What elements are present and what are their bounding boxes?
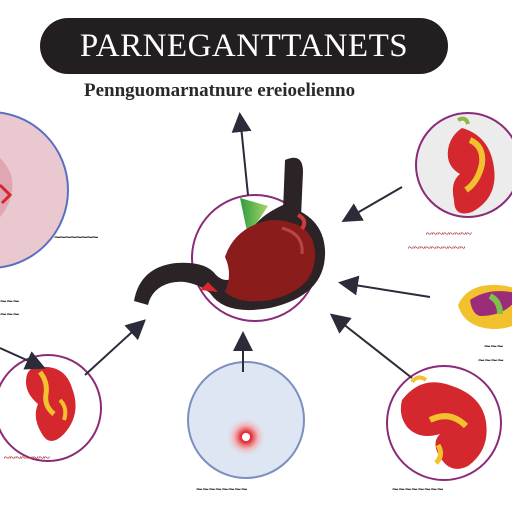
arrow-icon — [329, 313, 413, 379]
label-bottom-right: ~~~~~~~~ — [392, 484, 444, 496]
label-left-upper: ~~~~~~~~ — [54, 232, 98, 244]
bottom-left-organ-icon — [26, 366, 76, 441]
arrow-icon — [338, 275, 431, 298]
label-right-middle-1: ~~~ — [484, 341, 504, 353]
stomach-icon — [134, 157, 326, 311]
bottom-center-circle — [187, 361, 305, 479]
arrow-icon — [341, 186, 403, 223]
arrow-icon — [231, 112, 252, 196]
label-bottom-left: ~~~~~~~~ — [4, 452, 50, 464]
arrow-icon — [0, 347, 46, 370]
seed-icon — [458, 284, 512, 330]
label-right-middle-2: ~~~~ — [478, 355, 504, 367]
label-left-lower-2: ~~~ — [0, 309, 20, 321]
arrows — [0, 112, 431, 379]
label-right-upper-2: ~~~~~~~~~~ — [408, 242, 466, 254]
title-text: PARNEGANTTANETS — [79, 27, 409, 64]
subtitle: Pennguomarnatnure ereioelienno — [84, 80, 356, 101]
top-right-organ-icon — [447, 116, 495, 214]
arrow-icon — [84, 319, 146, 376]
label-bottom-center: ~~~~~~~~ — [196, 484, 248, 496]
left-organ-circle — [0, 111, 69, 269]
label-right-upper-1: ~~~~~~~~ — [426, 228, 472, 240]
bottom-right-organ-icon — [400, 375, 487, 469]
title-banner: PARNEGANTTANETS — [40, 18, 448, 74]
label-left-lower-1: ~~~ — [0, 296, 20, 308]
